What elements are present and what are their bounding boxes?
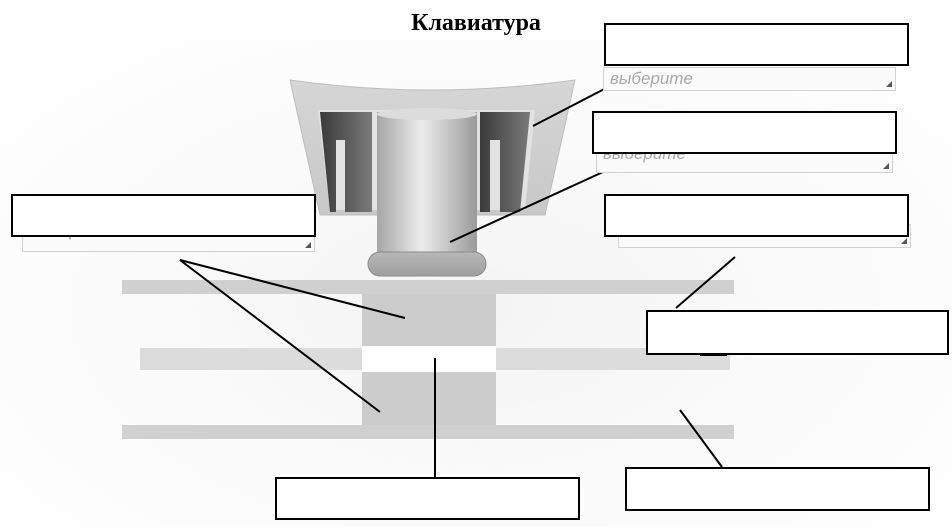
- leader-line-3b: [179, 259, 381, 413]
- lower-plate: [122, 425, 734, 439]
- answer-box-1[interactable]: [604, 23, 909, 66]
- leader-line-3a: [179, 259, 406, 319]
- leader-line-4: [675, 256, 736, 309]
- answer-box-7[interactable]: [625, 467, 930, 511]
- plunger-foot: [367, 251, 487, 277]
- leader-line-2: [449, 171, 604, 243]
- leader-line-1: [532, 84, 613, 127]
- contact-gap: [362, 346, 496, 372]
- answer-box-4[interactable]: [604, 194, 909, 237]
- diagram-title: Клавиатура: [411, 10, 541, 36]
- contact-block-upper: [362, 294, 496, 346]
- dropdown-1[interactable]: выберите: [603, 67, 896, 91]
- keycap-slot-left: [320, 112, 372, 212]
- plunger-stem: [377, 112, 477, 260]
- dropdown-1-arrow-icon[interactable]: [886, 81, 892, 87]
- dropdown-1-placeholder: выберите: [610, 69, 693, 88]
- dropdown-2-arrow-icon[interactable]: [883, 163, 889, 169]
- dropdown-3-arrow-icon[interactable]: [305, 242, 311, 248]
- leader-line-6: [679, 409, 723, 468]
- upper-plate: [122, 280, 734, 294]
- answer-box-6[interactable]: [275, 477, 580, 520]
- answer-box-2[interactable]: [592, 111, 897, 154]
- answer-box-5[interactable]: [646, 310, 949, 355]
- dropdown-4-arrow-icon[interactable]: [901, 238, 907, 244]
- contact-block-lower: [362, 372, 496, 425]
- answer-box-3[interactable]: [11, 194, 316, 237]
- keycap-slot-right: [480, 112, 530, 212]
- plunger-top: [377, 108, 477, 120]
